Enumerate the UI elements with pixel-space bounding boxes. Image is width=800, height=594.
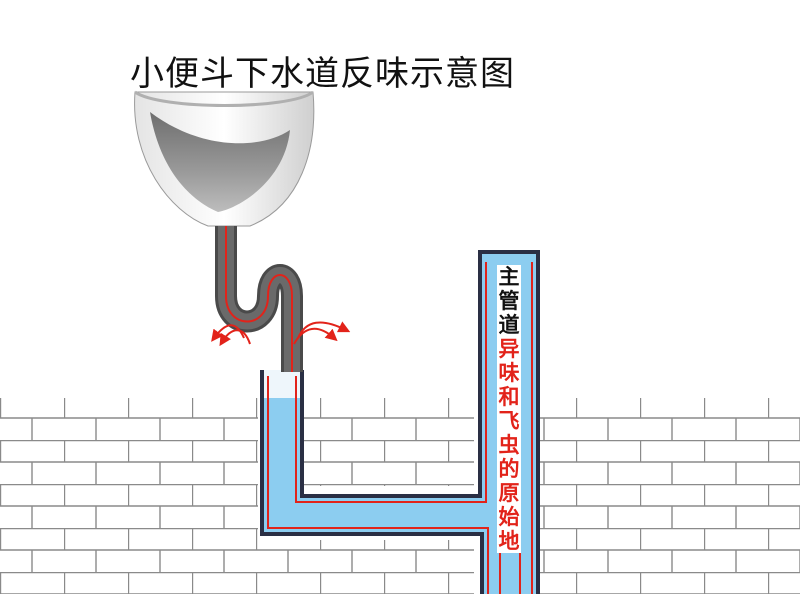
label-char-bg [497, 289, 521, 313]
label-char-bg [497, 481, 521, 505]
flow-line [295, 262, 487, 503]
odor-source-callout-char: 始 [499, 505, 520, 529]
label-char-bg [497, 409, 521, 433]
label-char-bg [497, 457, 521, 481]
diagram-title: 小便斗下水道反味示意图 [130, 54, 515, 94]
label-char-bg [497, 265, 521, 289]
odor-arrows [211, 321, 351, 347]
pipe-wall [300, 250, 540, 594]
label-char-bg [497, 361, 521, 385]
s-trap-pipe [215, 226, 303, 372]
odor-source-callout-char: 飞 [499, 409, 520, 433]
odor-arrow-left-inner [219, 329, 251, 347]
label-char-bg [497, 337, 521, 361]
label-char-bg [497, 433, 521, 457]
label-char-bg [497, 313, 521, 337]
urinal-bowl [134, 90, 315, 227]
odor-arrow-left [211, 324, 245, 342]
label-char-bg [497, 529, 521, 553]
odor-source-callout-char: 虫 [499, 433, 520, 457]
odor-source-callout-char: 味 [499, 361, 520, 385]
odor-source-callout-char: 地 [499, 529, 520, 553]
odor-source-callout-char: 和 [499, 385, 520, 409]
label-char-bg [497, 505, 521, 529]
odor-source-callout-char: 原 [499, 481, 520, 505]
main-pipe-label-char: 道 [499, 313, 520, 337]
pipe-wall [260, 370, 484, 594]
water-fill [264, 254, 536, 594]
flow-line [267, 376, 489, 594]
main-pipe-label-char: 主 [499, 265, 520, 289]
odor-source-callout-char: 异 [499, 337, 520, 361]
main-pipe-label-char: 管 [499, 289, 520, 313]
odor-source-callout-char: 的 [499, 457, 520, 481]
label-char-bg [497, 385, 521, 409]
odor-arrow-right-inner [293, 328, 338, 345]
